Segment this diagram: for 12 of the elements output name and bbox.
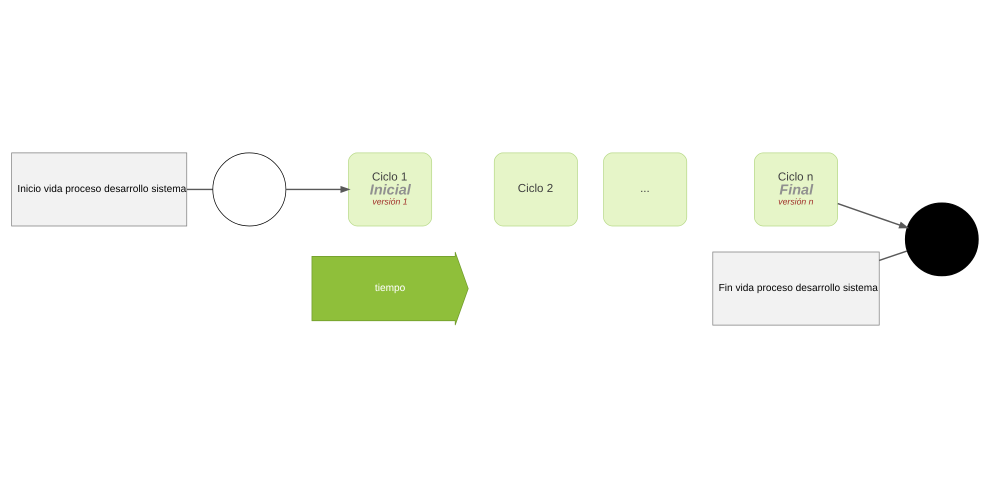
arrow — [286, 186, 351, 193]
arrow — [837, 202, 910, 228]
node-box: Ciclo n Final versión n — [754, 152, 838, 226]
node-box: Inicio vida proceso desarrollo sistema — [11, 152, 188, 226]
node-circle — [904, 202, 979, 276]
connector — [186, 188, 213, 190]
node-box: Ciclo 2 — [494, 152, 578, 226]
connector — [879, 250, 908, 262]
node-box: Fin vida proceso desarrollo sistema — [712, 252, 880, 326]
node-box: ... — [603, 152, 688, 226]
node-box: Ciclo 1 Inicial versión 1 — [348, 152, 432, 226]
node-circle — [212, 152, 286, 226]
